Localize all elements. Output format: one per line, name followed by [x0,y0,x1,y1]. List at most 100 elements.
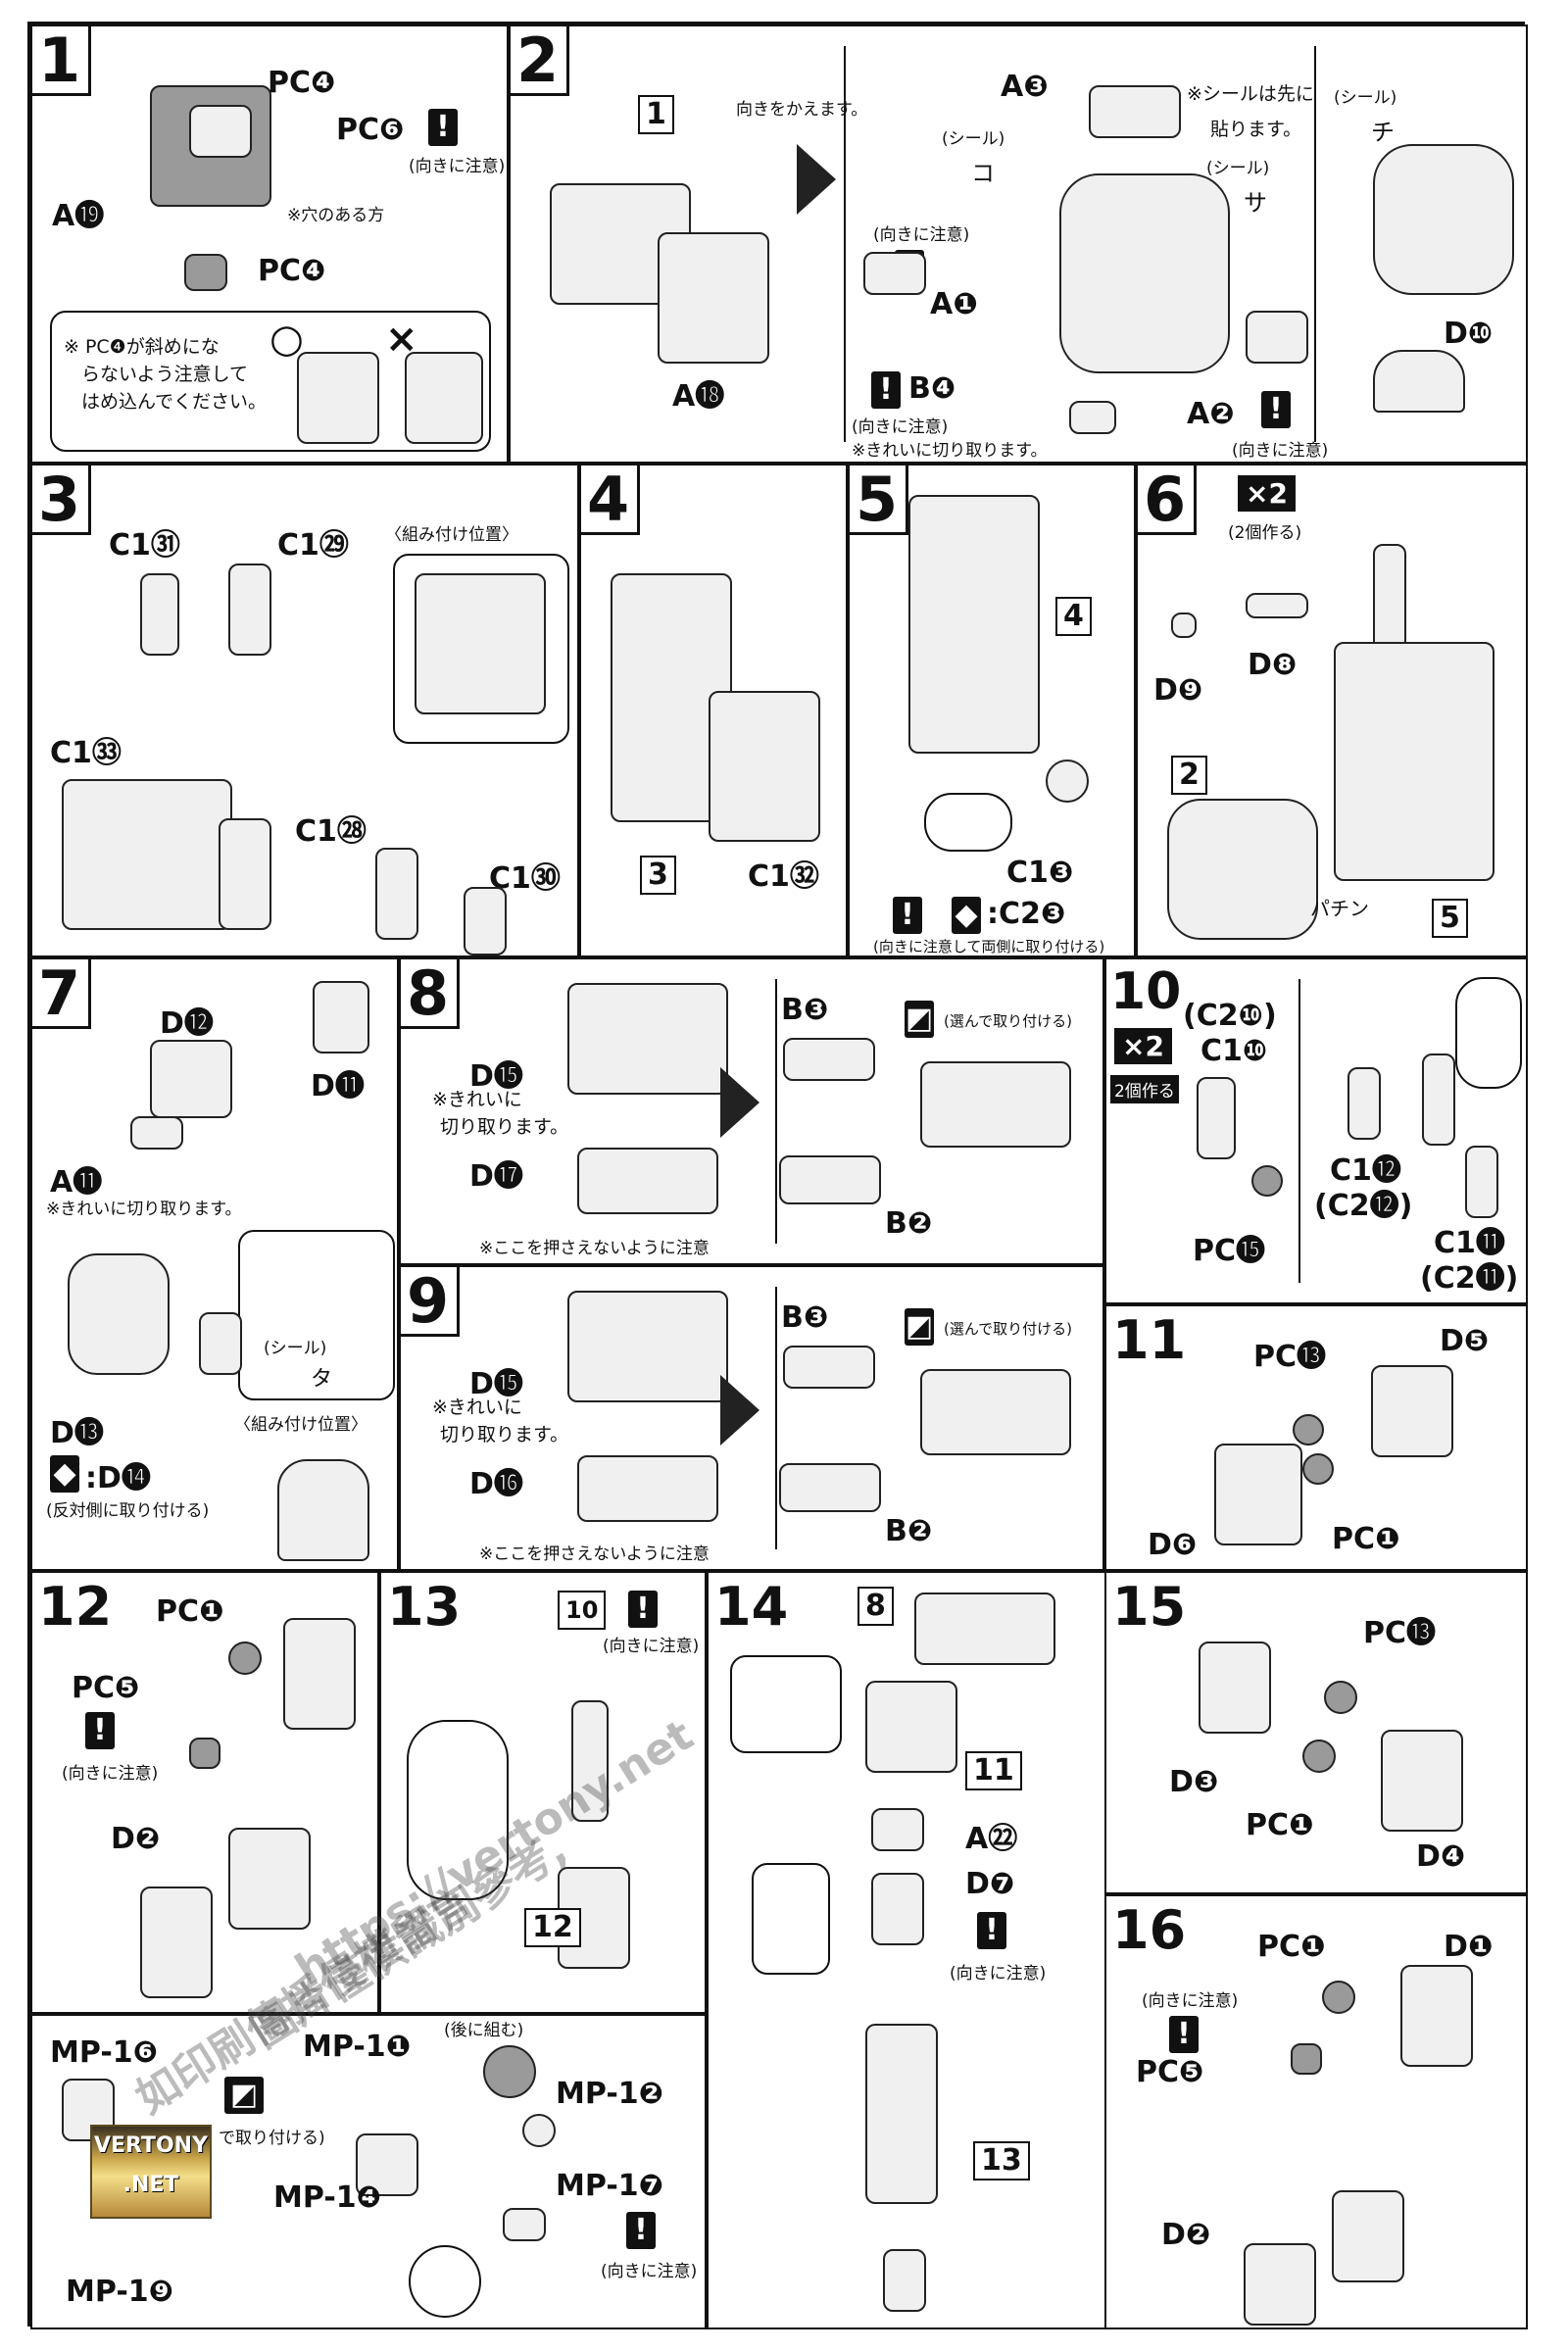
opposite-side-icon: ◆ [50,1455,79,1493]
part-illustration [1046,760,1089,803]
seal-code: タ [311,1367,333,1392]
part-illustration [1322,1981,1355,2014]
direction-note: (向きに注意して両側に取り付ける) [873,938,1105,956]
part-label: MP-1❻ [50,2035,159,2070]
cut-note: ※きれいに [432,1396,522,1418]
part-illustration [577,1148,718,1214]
step-reference: 12 [524,1908,581,1947]
part-label: C1⓫ [1434,1226,1505,1260]
part-label: D❸ [1169,1765,1219,1799]
direction-note: (向きに注意) [62,1764,159,1784]
part-illustration [908,495,1040,754]
part-label: C1⓬ [1330,1153,1401,1188]
part-label: C1㉝ [50,736,122,770]
part-illustration [1214,1444,1302,1545]
choose-note: で取り付ける) [219,2129,325,2148]
part-label: C1㉙ [277,528,349,563]
step-number: 13 [387,1576,462,1638]
part-illustration [415,573,546,714]
later-note: (後に組む) [444,2021,524,2040]
part-label: PC❻ [336,113,405,147]
part-illustration [658,232,769,364]
step-11-panel: 11 PC⓭ D❺ D❻ PC❶ [1104,1304,1528,1571]
step-1-panel: 1 PC❹ PC❻ ! (向きに注意) ※穴のある方 A⓳ PC❹ ※ PC❹が… [30,24,509,464]
part-illustration [567,983,728,1095]
detail-callout [730,1655,842,1753]
cut-note: 切り取ります。 [440,1116,569,1138]
detail-callout [1455,977,1522,1089]
step-reference: 2 [1171,756,1207,795]
mp-parts-panel: MP-1❻ ◩ で取り付ける) MP-1❶ (後に組む) MP-1❷ MP-1❹… [30,2014,707,2329]
warning-icon: ! [893,897,922,934]
next-arrow-icon [797,144,836,215]
part-illustration [1089,85,1181,138]
step-number: 14 [714,1576,789,1638]
part-illustration [405,352,483,444]
part-label: D❶ [1444,1930,1494,1964]
part-label: B❸ [781,993,829,1027]
part-label: PC❺ [1136,2055,1204,2089]
step-7-panel: 7 D⓬ D⓫ A⓫ ※きれいに切り取ります。 (シール) タ D⓭ 〈組み付け… [30,957,399,1571]
make-two-note: (2個作る) [1228,523,1302,543]
direction-note: (向きに注意) [409,157,506,176]
seal-label: (シール) [1334,88,1397,108]
part-illustration [228,1828,311,1930]
part-label: D❽ [1248,648,1298,682]
part-illustration [184,254,227,291]
part-label: MP-1❼ [556,2169,664,2203]
part-label: A❸ [1001,70,1049,104]
part-label: A⓫ [50,1165,103,1200]
part-label: D❷ [1161,2218,1211,2252]
detail-callout [407,1720,509,1900]
part-illustration [783,1038,875,1081]
choose-icon: ◩ [224,2077,264,2114]
part-illustration [140,1886,213,1998]
part-illustration [228,564,271,656]
part-illustration [1373,350,1465,413]
part-label: C1❿ [1200,1034,1268,1068]
part-illustration [356,2133,418,2196]
quantity-badge: ×2 [1114,1028,1172,1064]
logo-line: .NET [122,2173,179,2197]
part-illustration [914,1592,1055,1665]
part-label: :D⓮ [85,1461,151,1495]
detail-callout [409,2245,481,2318]
part-label: C1㉜ [748,859,819,894]
part-label: D❻ [1148,1528,1198,1562]
divider [1314,46,1316,442]
warning-icon: ! [628,1591,658,1628]
press-note: ※ここを押さえないように注意 [479,1239,710,1258]
part-illustration [1291,2043,1322,2075]
part-label: PC❶ [156,1594,224,1629]
step-number: 15 [1112,1576,1187,1638]
part-illustration [483,2045,536,2098]
part-illustration [920,1061,1071,1148]
part-illustration [783,1346,875,1389]
part-illustration [871,1873,924,1945]
part-illustration [865,2024,938,2204]
step-reference: 4 [1055,597,1092,636]
warning-icon: ! [428,109,458,146]
step-4-panel: 4 3 C1㉜ [579,464,848,957]
step-3-panel: 3 C1㉛ C1㉙ 〈組み付け位置〉 C1㉝ C1㉘ C1㉚ [30,464,579,957]
cut-note: 切り取ります。 [440,1424,569,1446]
tip-line: ※ PC❹が斜めにな [64,336,220,358]
hole-note: ※穴のある方 [287,206,385,225]
warning-icon: ! [871,371,901,409]
step-reference: 8 [858,1587,894,1626]
step-reference: 11 [965,1751,1022,1790]
part-label: A⓳ [52,199,105,233]
part-label: D⓰ [469,1467,523,1501]
tip-callout: ※ PC❹が斜めにな らないよう注意して はめ込んでください。 ○ × [50,311,491,452]
part-illustration [1246,311,1308,364]
part-illustration [1167,799,1318,940]
step-number: 11 [1112,1309,1187,1371]
divider [775,979,777,1244]
direction-note: (向きに注意) [852,417,949,437]
part-label: D❹ [1416,1839,1466,1874]
part-label: PC❺ [72,1671,140,1705]
vertony-logo: VERTONY .NET [90,2125,212,2219]
step-reference: 1 [638,95,674,134]
part-illustration [863,252,926,295]
step-16-panel: 16 PC❶ D❶ (向きに注意) ! PC❺ D❷ [1104,1894,1528,2329]
